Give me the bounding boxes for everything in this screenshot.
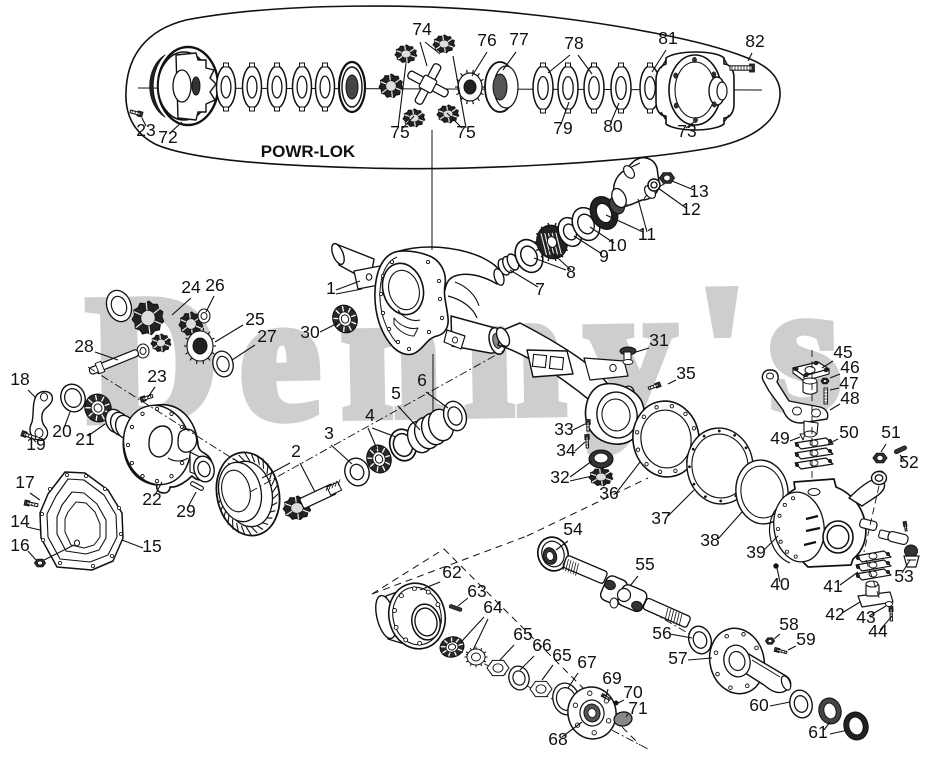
svg-text:73: 73 — [677, 121, 696, 141]
svg-text:24: 24 — [181, 277, 201, 297]
svg-text:26: 26 — [205, 275, 224, 295]
svg-text:19: 19 — [26, 434, 45, 454]
svg-text:35: 35 — [676, 363, 695, 383]
svg-text:69: 69 — [602, 668, 621, 688]
svg-text:74: 74 — [412, 19, 432, 39]
svg-text:82: 82 — [745, 31, 764, 51]
svg-text:11: 11 — [638, 224, 656, 244]
svg-text:59: 59 — [796, 629, 815, 649]
svg-text:POWR-LOK: POWR-LOK — [261, 142, 356, 161]
svg-text:34: 34 — [556, 440, 576, 460]
svg-text:18: 18 — [10, 369, 29, 389]
svg-text:36: 36 — [599, 483, 618, 503]
svg-text:7: 7 — [535, 279, 545, 299]
svg-text:32: 32 — [550, 467, 569, 487]
svg-text:57: 57 — [668, 648, 687, 668]
svg-text:27: 27 — [257, 326, 276, 346]
svg-text:63: 63 — [467, 581, 486, 601]
svg-text:9: 9 — [599, 246, 609, 266]
svg-text:22: 22 — [142, 489, 161, 509]
svg-text:75: 75 — [390, 122, 409, 142]
svg-text:52: 52 — [899, 452, 918, 472]
svg-text:17: 17 — [15, 472, 34, 492]
svg-text:50: 50 — [839, 422, 859, 442]
svg-text:3: 3 — [324, 423, 334, 443]
svg-text:4: 4 — [365, 405, 375, 425]
svg-text:78: 78 — [564, 33, 583, 53]
svg-text:71: 71 — [628, 698, 647, 718]
svg-text:43: 43 — [856, 607, 875, 627]
svg-text:21: 21 — [75, 429, 94, 449]
svg-text:65: 65 — [513, 624, 532, 644]
svg-text:47: 47 — [839, 373, 858, 393]
svg-text:72: 72 — [158, 127, 177, 147]
svg-text:13: 13 — [689, 181, 708, 201]
svg-text:76: 76 — [477, 30, 496, 50]
svg-text:41: 41 — [823, 576, 842, 596]
svg-text:77: 77 — [509, 29, 528, 49]
svg-text:1: 1 — [326, 278, 336, 298]
svg-text:23: 23 — [136, 120, 155, 140]
svg-text:23: 23 — [147, 366, 166, 386]
svg-text:10: 10 — [607, 235, 627, 255]
svg-text:55: 55 — [635, 554, 654, 574]
svg-text:45: 45 — [833, 342, 852, 362]
svg-text:28: 28 — [74, 336, 93, 356]
svg-text:61: 61 — [808, 722, 827, 742]
svg-text:70: 70 — [623, 682, 643, 702]
svg-text:16: 16 — [10, 535, 29, 555]
svg-text:30: 30 — [300, 322, 320, 342]
svg-text:56: 56 — [652, 623, 671, 643]
svg-text:81: 81 — [658, 28, 677, 48]
svg-text:62: 62 — [442, 562, 461, 582]
svg-text:51: 51 — [881, 422, 900, 442]
svg-text:15: 15 — [142, 536, 161, 556]
svg-text:2: 2 — [291, 441, 301, 461]
svg-text:46: 46 — [840, 357, 859, 377]
svg-text:31: 31 — [649, 330, 668, 350]
svg-text:38: 38 — [700, 530, 719, 550]
svg-text:66: 66 — [532, 635, 551, 655]
svg-text:68: 68 — [548, 729, 567, 749]
svg-text:58: 58 — [779, 614, 798, 634]
svg-text:5: 5 — [391, 383, 401, 403]
svg-text:12: 12 — [681, 199, 700, 219]
svg-text:54: 54 — [563, 519, 583, 539]
svg-text:48: 48 — [840, 388, 859, 408]
svg-text:39: 39 — [746, 542, 765, 562]
svg-text:79: 79 — [553, 118, 572, 138]
svg-text:6: 6 — [417, 370, 427, 390]
svg-text:14: 14 — [10, 511, 30, 531]
svg-text:25: 25 — [245, 309, 264, 329]
svg-text:80: 80 — [603, 116, 623, 136]
svg-text:8: 8 — [566, 262, 576, 282]
svg-text:33: 33 — [554, 419, 573, 439]
svg-text:20: 20 — [52, 421, 72, 441]
svg-text:60: 60 — [749, 695, 769, 715]
svg-text:29: 29 — [176, 501, 195, 521]
svg-text:40: 40 — [770, 574, 790, 594]
svg-text:42: 42 — [825, 604, 844, 624]
svg-text:49: 49 — [770, 428, 789, 448]
svg-text:65: 65 — [552, 645, 571, 665]
svg-text:37: 37 — [651, 508, 670, 528]
svg-text:53: 53 — [894, 566, 913, 586]
svg-text:64: 64 — [483, 597, 503, 617]
svg-text:67: 67 — [577, 652, 596, 672]
